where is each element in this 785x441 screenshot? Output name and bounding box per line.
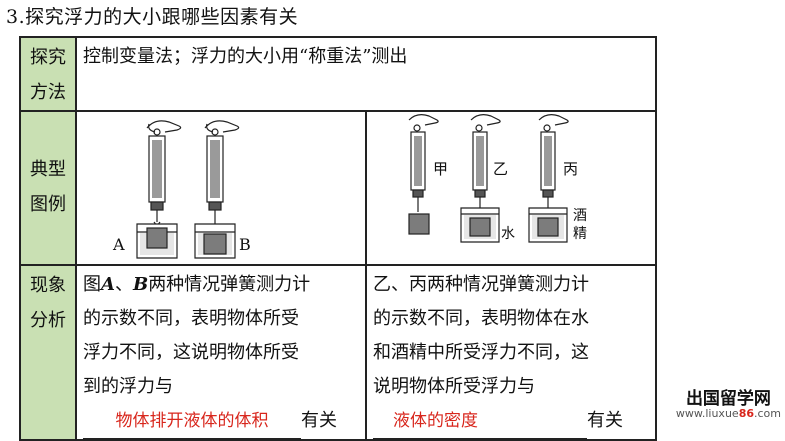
spring-scale-jia	[408, 114, 439, 212]
experiment-jia-yi-bing-figure: 甲 乙	[408, 114, 587, 243]
watermark-url-prefix: www.liuxue	[675, 407, 739, 420]
spring-scale-a	[146, 120, 182, 227]
example-header: 典型 图例	[19, 110, 77, 266]
method-row: 探究 方法 控制变量法；浮力的大小用“称重法”测出	[19, 36, 657, 112]
beaker-alcohol	[528, 207, 568, 243]
analysis-left-line4: 到的浮力与	[83, 376, 173, 397]
watermark-main: 出国留学网	[685, 389, 771, 409]
analysis-right-line5: 液体的密度 有关	[373, 404, 649, 439]
analysis-header-line1: 现象	[30, 275, 66, 296]
beaker-a	[136, 223, 178, 259]
analysis-left-text: 图A、B两种情况弹簧测力计 的示数不同，表明物体所受 浮力不同，这说明物体所受 …	[77, 266, 365, 439]
experiment-table: 探究 方法 控制变量法；浮力的大小用“称重法”测出 典型 图例	[19, 36, 657, 441]
figure-prefix: 图	[83, 274, 101, 295]
watermark-url-suffix: .com	[754, 407, 781, 420]
analysis-right-text: 乙、丙两种情况弹簧测力计 的示数不同，表明物体在水 和酒精中所受浮力不同，这 说…	[367, 266, 655, 439]
label-alcohol-2: 精	[573, 226, 587, 242]
line1-suffix: 两种情况弹簧测力计	[148, 274, 311, 295]
block-jia	[408, 213, 430, 235]
label-yi: 乙	[493, 160, 508, 178]
method-content: 控制变量法；浮力的大小用“称重法”测出	[83, 46, 408, 67]
method-header-line1: 探究	[30, 47, 66, 68]
watermark-url: www.liuxue86.com	[676, 407, 781, 420]
example-header-line1: 典型	[30, 159, 66, 180]
beaker-water	[460, 207, 500, 243]
spring-scale-yi	[470, 114, 501, 212]
example-row: 典型 图例	[19, 110, 657, 266]
analysis-left-line2: 的示数不同，表明物体所受	[83, 308, 299, 329]
label-a: A	[112, 235, 125, 254]
analysis-left-cell: 图A、B两种情况弹簧测力计 的示数不同，表明物体所受 浮力不同，这说明物体所受 …	[75, 264, 367, 441]
example-left-cell: A B	[75, 110, 367, 266]
answer-right: 液体的密度	[393, 411, 478, 431]
method-header-line2: 方法	[30, 82, 66, 103]
analysis-left-line3: 浮力不同，这说明物体所受	[83, 342, 299, 363]
analysis-row: 现象 分析 图A、B两种情况弹簧测力计 的示数不同，表明物体所受 浮力不同，这说…	[19, 264, 657, 441]
answer-left: 物体排开液体的体积	[115, 411, 269, 431]
analysis-right-line3: 和酒精中所受浮力不同，这	[373, 342, 589, 363]
beaker-b	[194, 223, 236, 259]
method-content-cell: 控制变量法；浮力的大小用“称重法”测出	[75, 36, 657, 112]
example-right-cell: 甲 乙	[365, 110, 657, 266]
ref-sep: 、	[114, 274, 133, 295]
label-jia: 甲	[433, 160, 448, 178]
label-b: B	[239, 235, 251, 254]
label-water: 水	[501, 226, 515, 242]
spring-scale-b	[204, 120, 240, 231]
analysis-right-line4: 说明物体所受浮力与	[373, 376, 535, 397]
analysis-left-line1: 图A、B两种情况弹簧测力计	[83, 268, 359, 302]
tail-right: 有关	[587, 410, 623, 431]
section-title: 3.探究浮力的大小跟哪些因素有关	[6, 6, 299, 28]
analysis-right-line1: 乙、丙两种情况弹簧测力计	[373, 274, 589, 295]
watermark-url-num: 86	[738, 407, 754, 420]
label-bing: 丙	[563, 160, 578, 178]
ref-a: A	[101, 274, 115, 295]
ref-b: B	[132, 274, 149, 295]
watermark-logo: 出国留学网 www.liuxue86.com	[676, 384, 781, 420]
analysis-header-line2: 分析	[30, 310, 66, 331]
label-alcohol-1: 酒	[573, 208, 587, 224]
method-header: 探究 方法	[19, 36, 77, 112]
analysis-left-line5: 物体排开液体的体积 有关	[83, 404, 359, 439]
example-header-line2: 图例	[30, 194, 66, 215]
tail-left: 有关	[301, 410, 337, 431]
analysis-right-line2: 的示数不同，表明物体在水	[373, 308, 589, 329]
experiment-ab-figure: A B	[112, 120, 251, 259]
analysis-header: 现象 分析	[19, 264, 77, 441]
analysis-right-cell: 乙、丙两种情况弹簧测力计 的示数不同，表明物体在水 和酒精中所受浮力不同，这 说…	[365, 264, 657, 441]
